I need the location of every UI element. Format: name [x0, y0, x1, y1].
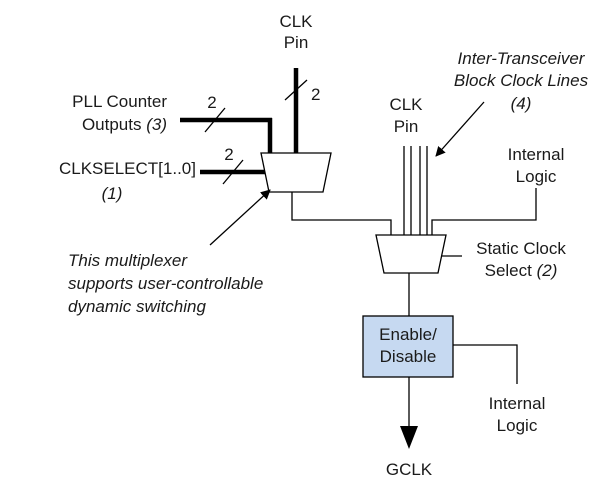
mux1-output-line: [291, 192, 392, 235]
pll-counter-label-1: PLL Counter: [72, 92, 167, 111]
static-clock-select-text: Select: [485, 261, 537, 280]
clk-pin-mid-label-1: CLK: [389, 95, 423, 114]
static-clock-select-note: (2): [537, 261, 558, 280]
inter-transceiver-label-1: Inter-Transceiver: [458, 49, 586, 68]
static-clock-select-label-1: Static Clock: [476, 239, 566, 258]
enable-disable-label-2: Disable: [380, 347, 437, 366]
inter-transceiver-label-2: Block Clock Lines: [454, 71, 589, 90]
internal-logic-top-line: [431, 188, 537, 235]
internal-logic-top-label-1: Internal: [508, 145, 565, 164]
clkselect-note: (1): [102, 184, 123, 203]
static-clock-mux: [375, 234, 447, 274]
bus-width-clksel: 2: [224, 145, 233, 164]
clk-pin-top-label-2: Pin: [284, 33, 309, 52]
pll-counter-label-2-text: Outputs: [82, 115, 146, 134]
pll-counter-label-2: Outputs (3): [82, 115, 167, 134]
dynamic-mux: [260, 152, 332, 193]
mux-annotation-label-2: supports user-controllable: [68, 274, 263, 293]
inter-transceiver-arrow: [435, 101, 485, 157]
inter-transceiver-note: (4): [511, 94, 532, 113]
bus-width-pll: 2: [207, 93, 216, 112]
bus-slash-clkpin: [284, 79, 308, 101]
internal-logic-bottom-line: [453, 344, 518, 384]
gclk-arrowhead: [400, 426, 418, 449]
mux-annotation-label-3: dynamic switching: [68, 297, 206, 316]
enable-disable-label-1: Enable/: [379, 325, 437, 344]
mux-annotation-label-1: This multiplexer: [68, 251, 188, 270]
internal-logic-bottom-label-2: Logic: [497, 416, 538, 435]
mux-annotation-arrow: [209, 189, 271, 246]
gclk-label: GCLK: [386, 460, 433, 479]
internal-logic-bottom-label-1: Internal: [489, 394, 546, 413]
static-clock-select-label-2: Select (2): [485, 261, 558, 280]
clk-pin-top-label-1: CLK: [279, 12, 313, 31]
bus-slash-clksel: [222, 159, 244, 185]
enable-disable-box: [362, 315, 454, 378]
internal-logic-top-label-2: Logic: [516, 167, 557, 186]
bus-slash-pll: [204, 107, 226, 133]
pll-counter-note: (3): [146, 115, 167, 134]
clkselect-label: CLKSELECT[1..0]: [59, 159, 196, 178]
bus-width-clkpin: 2: [311, 85, 320, 104]
clk-pin-mid-label-2: Pin: [394, 117, 419, 136]
